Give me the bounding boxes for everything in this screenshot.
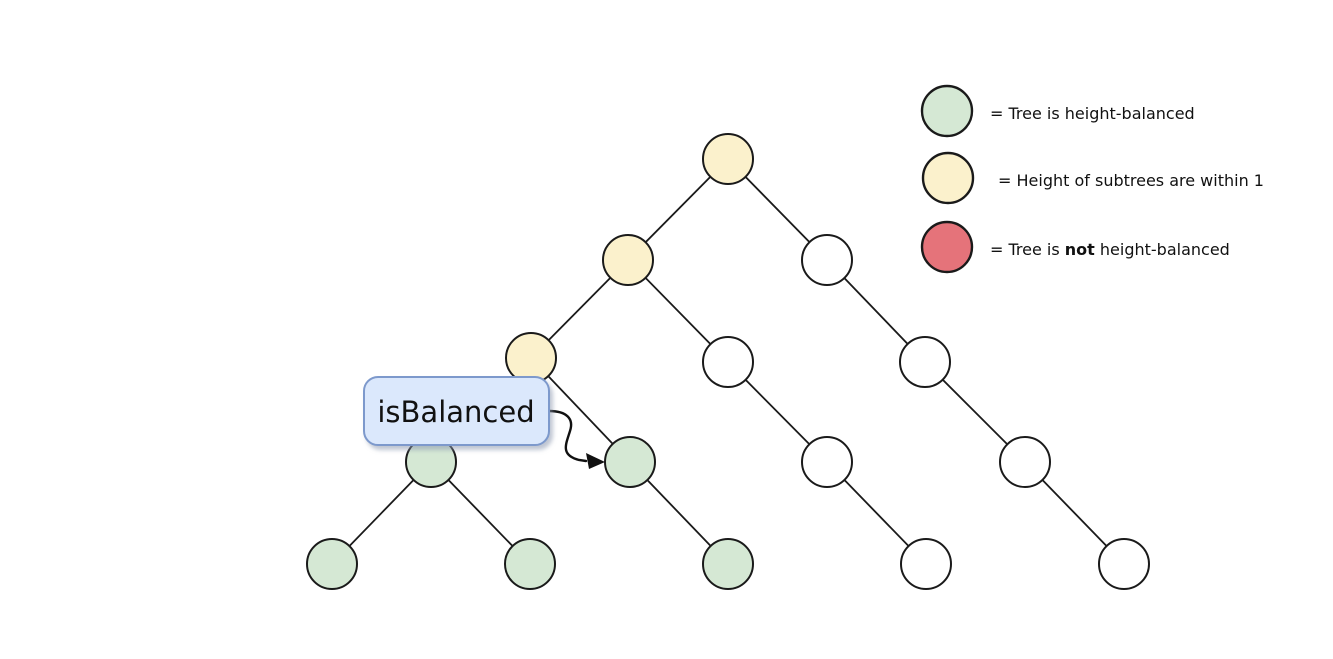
callout-arrow-line (547, 409, 588, 463)
legend-label: = Height of subtrees are within 1 (998, 171, 1264, 190)
tree-nodes (306, 133, 1150, 590)
tree-node-empty (801, 436, 853, 488)
legend-swatch-balanced (920, 84, 974, 138)
callout-label: isBalanced (377, 395, 534, 429)
tree-node-empty (899, 336, 951, 388)
callout-arrowhead-icon (586, 453, 605, 469)
tree-node-empty (999, 436, 1051, 488)
legend-label: = Tree is height-balanced (990, 104, 1195, 123)
legend-swatch-within1 (921, 151, 975, 205)
tree-node-empty (1098, 538, 1150, 590)
legend-item-within1: = Height of subtrees are within 1 (921, 151, 1264, 205)
legend: = Tree is height-balanced = Height of sub… (920, 84, 1264, 274)
tree-node-empty (900, 538, 952, 590)
tree-node-empty (801, 234, 853, 286)
callout: isBalanced (363, 376, 605, 469)
tree-node-balanced (702, 538, 754, 590)
legend-item-not_balanced: = Tree is not height-balanced (920, 220, 1230, 274)
tree-node-balanced (306, 538, 358, 590)
tree-node-within1 (505, 332, 557, 384)
tree-node-balanced (504, 538, 556, 590)
callout-box (363, 376, 550, 446)
tree-node-within1 (602, 234, 654, 286)
tree-node-within1 (702, 133, 754, 185)
legend-swatch-not_balanced (920, 220, 974, 274)
tree-node-balanced (604, 436, 656, 488)
legend-label: = Tree is not height-balanced (990, 240, 1230, 259)
tree-node-empty (702, 336, 754, 388)
legend-item-balanced: = Tree is height-balanced (920, 84, 1195, 138)
